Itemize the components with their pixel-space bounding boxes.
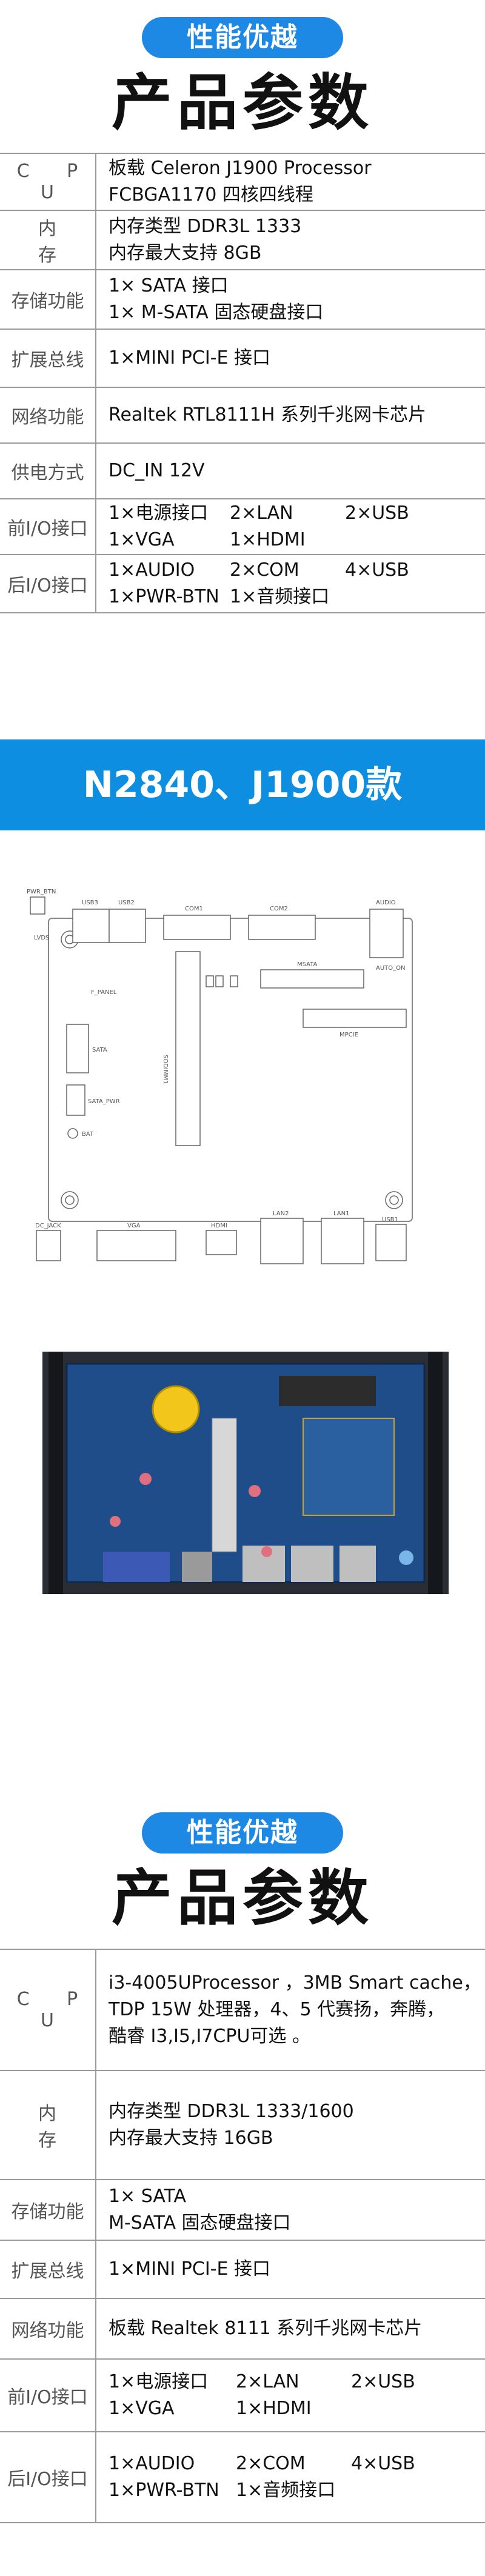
label-msata: MSATA (297, 961, 318, 968)
label-usb2: USB2 (118, 899, 135, 906)
label-usb3: USB3 (82, 899, 98, 906)
spec-label: C P U (0, 153, 96, 210)
label-audio: AUDIO (376, 899, 396, 906)
spec-label: 后I/O接口 (0, 2431, 96, 2523)
section1-header: 性能优越 产品参数 (0, 17, 485, 139)
label-sata: SATA (92, 1047, 107, 1053)
board-photo (42, 1352, 449, 1594)
spec-value: 1×MINI PCI-E 接口 (96, 2240, 485, 2298)
section1-title: 产品参数 (112, 67, 373, 138)
spec-value: 1×MINI PCI-E 接口 (96, 329, 485, 387)
section2-pill: 性能优越 (142, 1812, 343, 1854)
spec-row-network: 网络功能 Realtek RTL8111H 系列千兆网卡芯片 (0, 387, 485, 443)
spec-row-cpu: C P U i3-4005UProcessor ，3MB Smart cache… (0, 1949, 485, 2070)
label-fpanel: F_PANEL (91, 989, 117, 996)
spec-label: 前I/O接口 (0, 498, 96, 555)
label-vga: VGA (127, 1223, 141, 1229)
spec-row-expansion: 扩展总线 1×MINI PCI-E 接口 (0, 2240, 485, 2298)
spec-label: 内 存 (0, 2070, 96, 2180)
spec-value: DC_IN 12V (96, 442, 485, 499)
section2-header: 性能优越 产品参数 (0, 1812, 485, 1935)
label-usb1: USB1 (382, 1216, 398, 1223)
model-banner: N2840、J1900款 (0, 739, 485, 830)
spec-label: 后I/O接口 (0, 554, 96, 613)
spec-label: 扩展总线 (0, 329, 96, 387)
spec-row-expansion: 扩展总线 1×MINI PCI-E 接口 (0, 329, 485, 387)
spec-row-power: 供电方式 DC_IN 12V (0, 442, 485, 499)
label-sata-pwr: SATA_PWR (88, 1098, 120, 1105)
spec-label: 网络功能 (0, 2298, 96, 2359)
label-auto-on: AUTO_ON (376, 965, 406, 972)
label-hdmi: HDMI (211, 1223, 227, 1229)
label-dc-jack: DC_JACK (35, 1223, 61, 1229)
label-lan2: LAN2 (273, 1210, 289, 1217)
section2-title: 产品参数 (112, 1863, 373, 1934)
label-pwr-btn: PWR_BTN (27, 889, 56, 895)
spec-value: Realtek RTL8111H 系列千兆网卡芯片 (96, 387, 485, 443)
spec-value: i3-4005UProcessor ，3MB Smart cache，TDP 1… (96, 1949, 485, 2070)
label-sodimm: SODIMM1 (162, 1055, 169, 1084)
spec-value: 板载 Realtek 8111 系列千兆网卡芯片 (96, 2298, 485, 2359)
spec-label: 扩展总线 (0, 2240, 96, 2298)
spec-label: C P U (0, 1949, 96, 2070)
label-com1: COM1 (185, 906, 203, 912)
spec-label: 存储功能 (0, 2179, 96, 2240)
spec-label: 网络功能 (0, 387, 96, 443)
label-bat: BAT (82, 1131, 94, 1138)
label-com2: COM2 (270, 906, 288, 912)
label-lvds: LVDS (34, 935, 49, 941)
spec-label: 内 存 (0, 210, 96, 270)
board-layout-diagram: PWR_BTN USB3 USB2 COM1 COM2 AUDIO LVDS M… (27, 889, 413, 1264)
spec-row-network: 网络功能 板载 Realtek 8111 系列千兆网卡芯片 (0, 2298, 485, 2359)
spec-label: 供电方式 (0, 442, 96, 499)
spec-label: 存储功能 (0, 269, 96, 329)
section2-spec-table: C P U i3-4005UProcessor ，3MB Smart cache… (0, 1949, 485, 2523)
label-mpcie: MPCIE (340, 1032, 358, 1038)
spec-label: 前I/O接口 (0, 2358, 96, 2432)
section1-pill: 性能优越 (142, 17, 343, 58)
label-lan1: LAN1 (333, 1210, 349, 1217)
